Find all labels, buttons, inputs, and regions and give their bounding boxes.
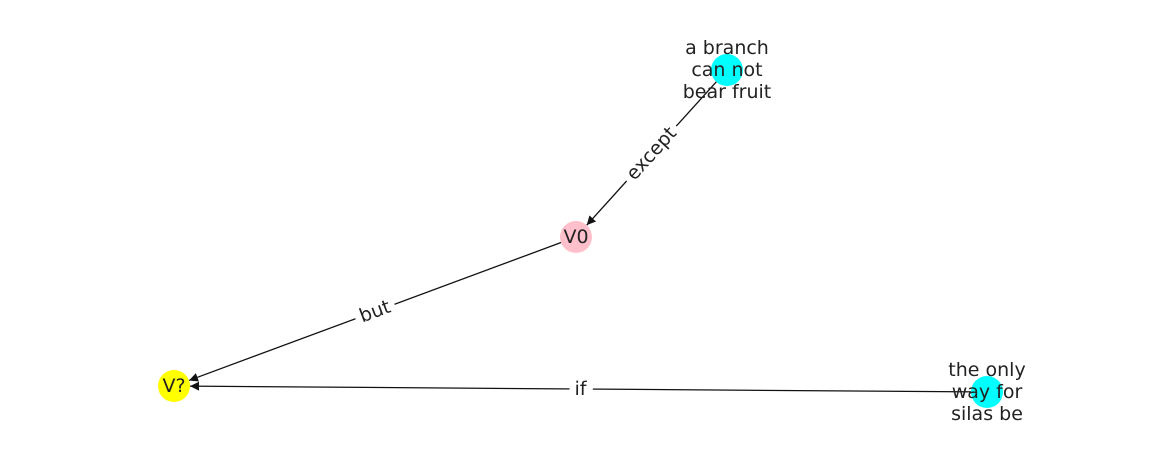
edge-label-background xyxy=(350,292,400,331)
edge-label-background xyxy=(569,375,593,403)
node-label-v0: V0 xyxy=(563,226,588,248)
node-label-line: the only xyxy=(948,359,1025,381)
node-label-line: way for xyxy=(952,381,1023,403)
node-vq xyxy=(158,370,190,402)
edge-label-background xyxy=(617,117,686,190)
node-silas xyxy=(971,376,1003,408)
node-label-line: a branch xyxy=(685,37,769,59)
node-label-line: bear fruit xyxy=(683,81,772,103)
edge-label-group-if: if xyxy=(569,375,593,403)
node-label-vq: V? xyxy=(162,375,185,397)
edge-label-if: if xyxy=(574,378,587,400)
node-v0 xyxy=(560,221,592,253)
edge-label-except: except xyxy=(622,122,681,184)
edge-label-group-except: except xyxy=(617,117,686,190)
edge-label-group-but: but xyxy=(350,292,400,331)
node-label-line: silas be xyxy=(951,403,1023,425)
node-label-line: can not xyxy=(691,59,762,81)
node-label-line: V? xyxy=(162,375,185,397)
node-label-line: V0 xyxy=(563,226,588,248)
node-branch xyxy=(711,54,743,86)
nodes-layer xyxy=(158,54,1003,408)
